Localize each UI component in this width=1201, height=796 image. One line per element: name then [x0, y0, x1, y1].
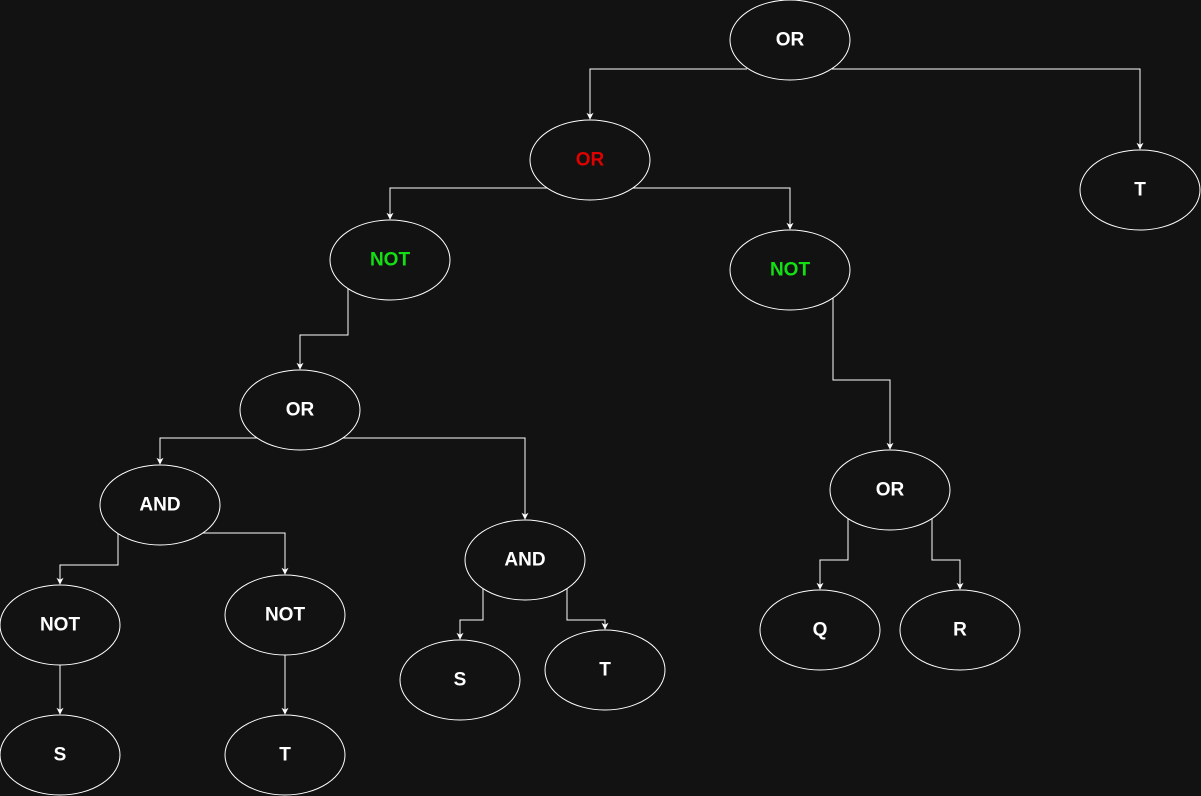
node-label: T: [599, 660, 611, 681]
tree-node-t-n12: T: [224, 714, 346, 796]
edge-arrow-n2-to-n5: [632, 187, 794, 230]
edge-arrow-n8-to-n14: [566, 588, 609, 630]
node-ellipse: [759, 589, 881, 671]
node-label: OR: [776, 30, 805, 51]
node-ellipse: [899, 589, 1021, 671]
node-ellipse: [99, 464, 221, 546]
node-ellipse: [829, 449, 951, 531]
tree-node-s-n13: S: [399, 639, 521, 721]
node-label: NOT: [40, 615, 81, 636]
node-label: T: [1134, 180, 1146, 201]
edges-layer: [56, 68, 1144, 715]
tree-node-or-n6: OR: [239, 369, 361, 451]
edge-arrow-n4-to-n6: [296, 289, 349, 370]
node-label: OR: [876, 480, 905, 501]
edge-arrow-n7-to-n10: [202, 532, 289, 575]
node-ellipse: [544, 629, 666, 711]
node-label: NOT: [265, 605, 306, 626]
node-ellipse: [239, 369, 361, 451]
node-label: OR: [286, 400, 315, 421]
node-label: AND: [504, 550, 545, 571]
node-ellipse: [224, 574, 346, 656]
node-ellipse: [399, 639, 521, 721]
node-ellipse: [729, 0, 851, 81]
tree-node-q-n16: Q: [759, 589, 881, 671]
node-label: R: [953, 620, 967, 641]
tree-node-and-n7: AND: [99, 464, 221, 546]
edge-arrow-n15-to-n17: [931, 518, 964, 590]
edge-arrow-n2-to-n4: [386, 187, 547, 220]
node-label: NOT: [770, 260, 811, 281]
node-label: OR: [576, 150, 605, 171]
node-label: S: [454, 670, 467, 691]
tree-node-not-n10: NOT: [224, 574, 346, 656]
tree-node-and-n8: AND: [464, 519, 586, 601]
node-label: Q: [813, 620, 828, 641]
node-ellipse: [464, 519, 586, 601]
tree-node-or-n1: OR: [729, 0, 851, 81]
node-ellipse: [329, 219, 451, 301]
tree-node-not-n9: NOT: [0, 584, 121, 666]
node-ellipse: [529, 119, 651, 201]
node-ellipse: [729, 229, 851, 311]
edge-arrow-n15-to-n16: [816, 518, 849, 590]
edge-arrow-n6-to-n8: [343, 437, 529, 520]
edge-arrow-n8-to-n13: [456, 588, 484, 640]
tree-node-not-n5: NOT: [729, 229, 851, 311]
node-ellipse: [224, 714, 346, 796]
tree-node-t-n14: T: [544, 629, 666, 711]
edge-arrow-n1-to-n3: [832, 68, 1144, 150]
edge-arrow-n7-to-n9: [56, 533, 119, 585]
tree-node-or-n15: OR: [829, 449, 951, 531]
node-label: T: [279, 745, 291, 766]
tree-node-t-n3: T: [1079, 149, 1201, 231]
edge-arrow-n5-to-n15: [832, 298, 894, 450]
edge-arrow-n6-to-n7: [156, 437, 257, 465]
node-label: NOT: [370, 250, 411, 271]
node-label: S: [54, 745, 67, 766]
node-ellipse: [0, 714, 121, 796]
edge-arrow-n1-to-n2: [586, 68, 747, 120]
tree-node-not-n4: NOT: [329, 219, 451, 301]
tree-node-r-n17: R: [899, 589, 1021, 671]
tree-node-s-n11: S: [0, 714, 121, 796]
tree-node-or-n2: OR: [529, 119, 651, 201]
node-ellipse: [0, 584, 121, 666]
node-ellipse: [1079, 149, 1201, 231]
node-label: AND: [139, 495, 180, 516]
